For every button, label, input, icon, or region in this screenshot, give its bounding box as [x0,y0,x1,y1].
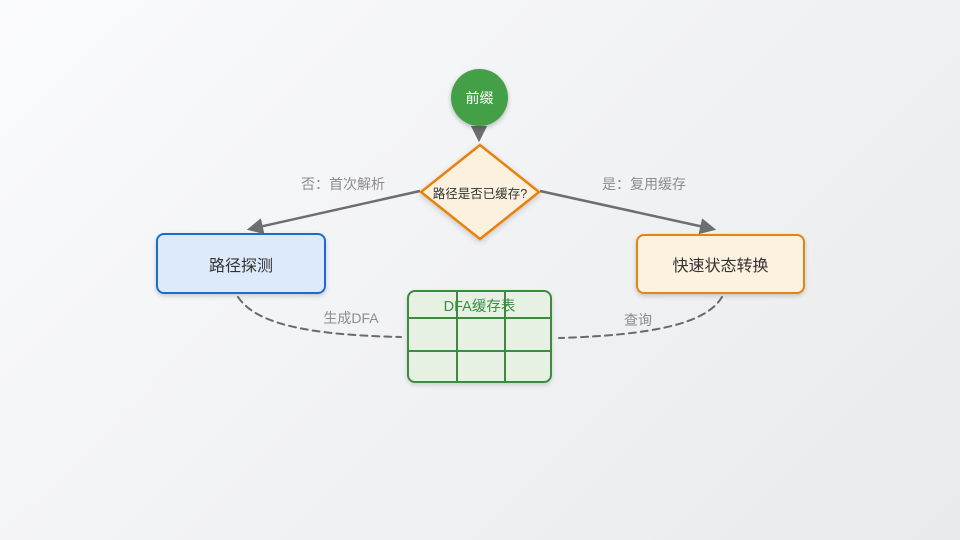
fast-transition-node: 快速状态转换 [636,234,805,294]
table-grid-line [409,317,550,319]
table-grid-line [409,350,550,352]
path-detection-node: 路径探测 [156,233,326,294]
no-branch-label: 否：首次解析 [301,176,385,192]
table-grid-line [456,292,458,381]
query-label: 查询 [624,312,652,328]
table-grid-line [504,292,506,381]
generate-dfa-label: 生成DFA [323,310,379,326]
dfa-cache-table-node: DFA缓存表 [407,290,552,383]
start-node-label: 前缀 [465,89,494,106]
edge-decision-to-right-box [539,189,717,235]
start-node: 前缀 [451,69,508,126]
decision-node-label: 路径是否已缓存? [432,186,528,201]
yes-branch-label: 是：复用缓存 [602,176,686,192]
dfa-cache-table-title: DFA缓存表 [443,299,516,315]
path-detection-label: 路径探测 [208,257,273,275]
edge-decision-to-left-box [246,189,421,235]
fast-transition-label: 快速状态转换 [672,258,769,275]
